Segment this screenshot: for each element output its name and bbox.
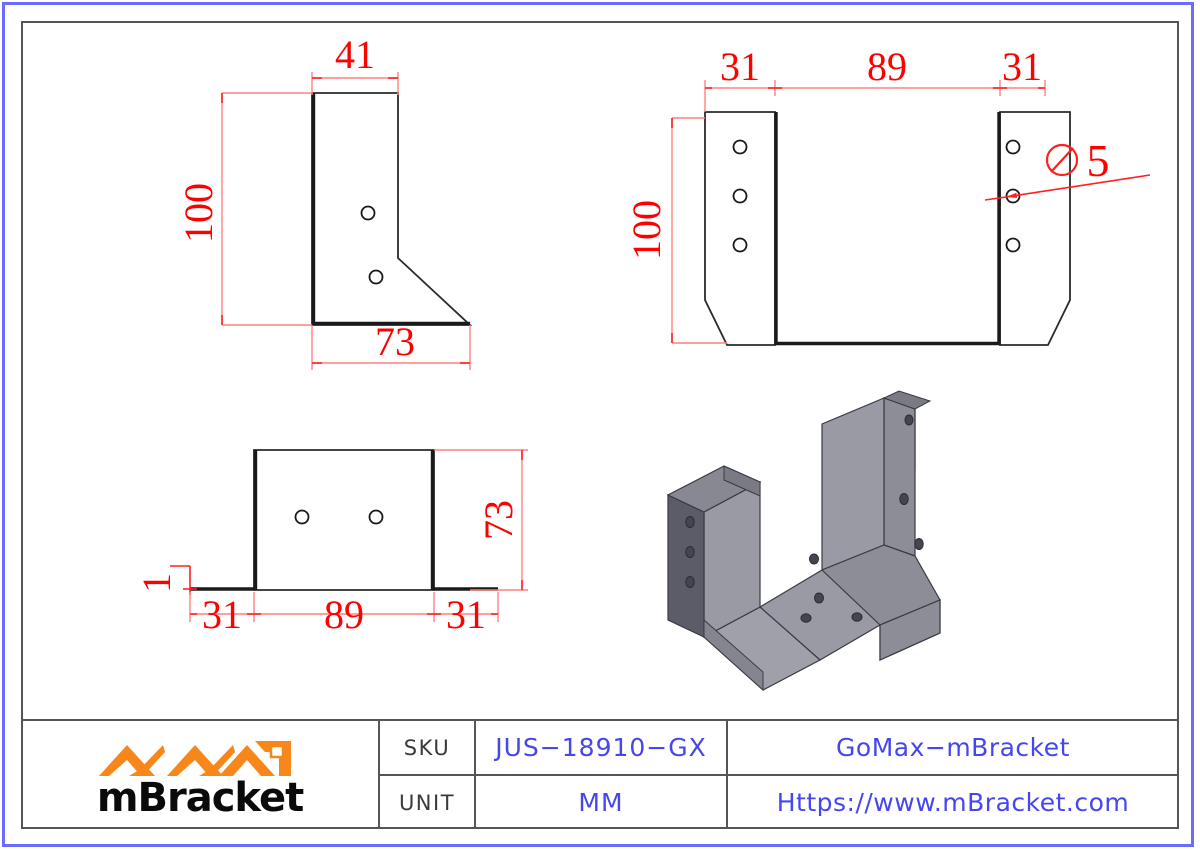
logo-wordmark: mBracket: [96, 775, 304, 821]
mbracket-logo: mBracket: [85, 732, 315, 818]
sku-label: SKU: [380, 721, 476, 774]
brand-name: GoMax−mBracket: [836, 733, 1070, 762]
title-block: mBracket SKU JUS−18910−GX GoMax−mBracket…: [22, 719, 1178, 829]
unit-value: MM: [476, 776, 728, 829]
sku-value: JUS−18910−GX: [476, 721, 728, 774]
title-block-row-unit: UNIT MM Https://www.mBracket.com: [380, 776, 1178, 829]
title-block-rows: SKU JUS−18910−GX GoMax−mBracket UNIT MM …: [380, 721, 1178, 829]
unit-label: UNIT: [380, 776, 476, 829]
title-block-row-sku: SKU JUS−18910−GX GoMax−mBracket: [380, 721, 1178, 776]
website-url[interactable]: Https://www.mBracket.com: [776, 788, 1130, 817]
title-block-logo-cell: mBracket: [22, 721, 380, 829]
sheet-inner-frame: [21, 21, 1179, 829]
roof-chevrons-icon: [97, 741, 291, 776]
